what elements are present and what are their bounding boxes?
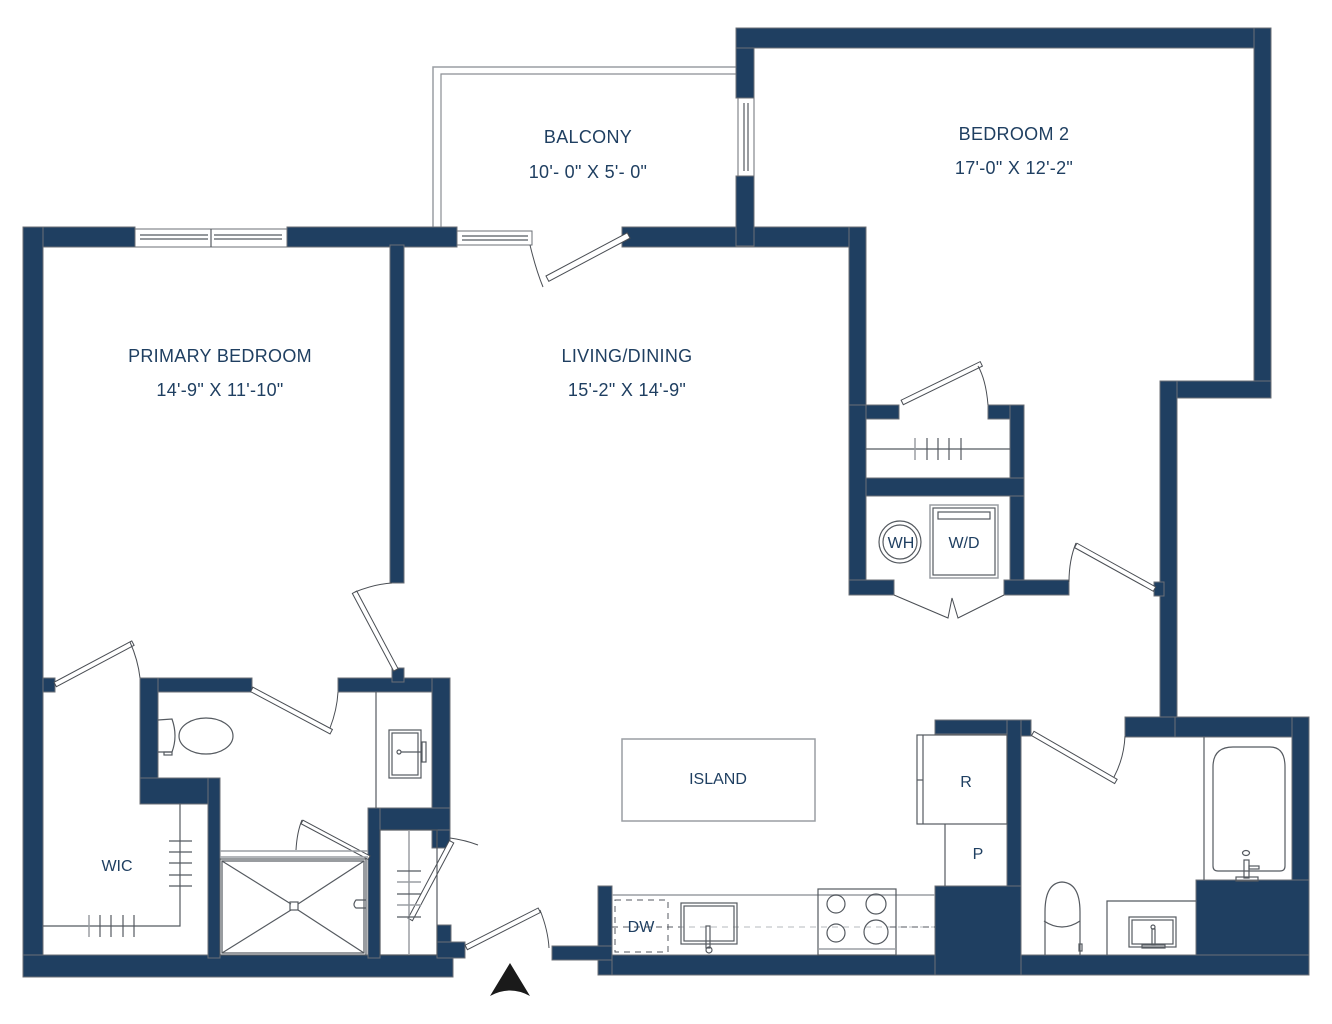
label-refrigerator: R [960, 774, 972, 791]
shower [219, 850, 368, 956]
bath2-vanity [1106, 900, 1196, 955]
label-island: ISLAND [689, 771, 747, 788]
kitchen-sink [680, 902, 738, 954]
fixtures [43, 438, 1286, 956]
walls [22, 27, 1310, 978]
room-name-living-dining: LIVING/DINING [562, 346, 693, 366]
bathtub [1212, 746, 1286, 882]
room-name-balcony: BALCONY [544, 127, 632, 147]
water-heater [878, 520, 922, 564]
label-washer-dryer: W/D [948, 535, 979, 552]
washer-dryer [929, 504, 999, 579]
north-arrow-icon [490, 963, 530, 996]
windows [134, 97, 755, 248]
room-dimensions-bedroom-2: 17'-0" X 12'-2" [955, 158, 1073, 178]
label-pantry: P [973, 846, 984, 863]
island [621, 738, 816, 822]
primary-toilet [157, 717, 234, 756]
room-name-bedroom-2: BEDROOM 2 [959, 124, 1070, 144]
room-dimensions-primary-bedroom: 14'-9" X 11'-10" [156, 380, 283, 400]
dishwasher [614, 899, 669, 953]
wic-closet [43, 804, 192, 937]
room-labels: BALCONY 10'- 0" X 5'- 0" BEDROOM 2 17'-0… [101, 124, 1073, 936]
range-cooktop [817, 888, 897, 956]
kitchen-counter [612, 888, 935, 956]
bath2-toilet [1043, 881, 1083, 955]
room-dimensions-balcony: 10'- 0" X 5'- 0" [529, 162, 648, 182]
room-name-primary-bedroom: PRIMARY BEDROOM [128, 346, 312, 366]
balcony-railing [432, 66, 736, 228]
linen-closet [379, 829, 438, 956]
label-water-heater: WH [888, 535, 915, 552]
label-dishwasher: DW [628, 919, 656, 936]
closet-hangers [914, 438, 962, 460]
label-wic: WIC [101, 858, 132, 875]
room-dimensions-living-dining: 15'-2" X 14'-9" [568, 380, 686, 400]
doors [53, 232, 1157, 951]
refrigerator [916, 734, 1008, 825]
primary-vanity-sink [388, 729, 427, 779]
